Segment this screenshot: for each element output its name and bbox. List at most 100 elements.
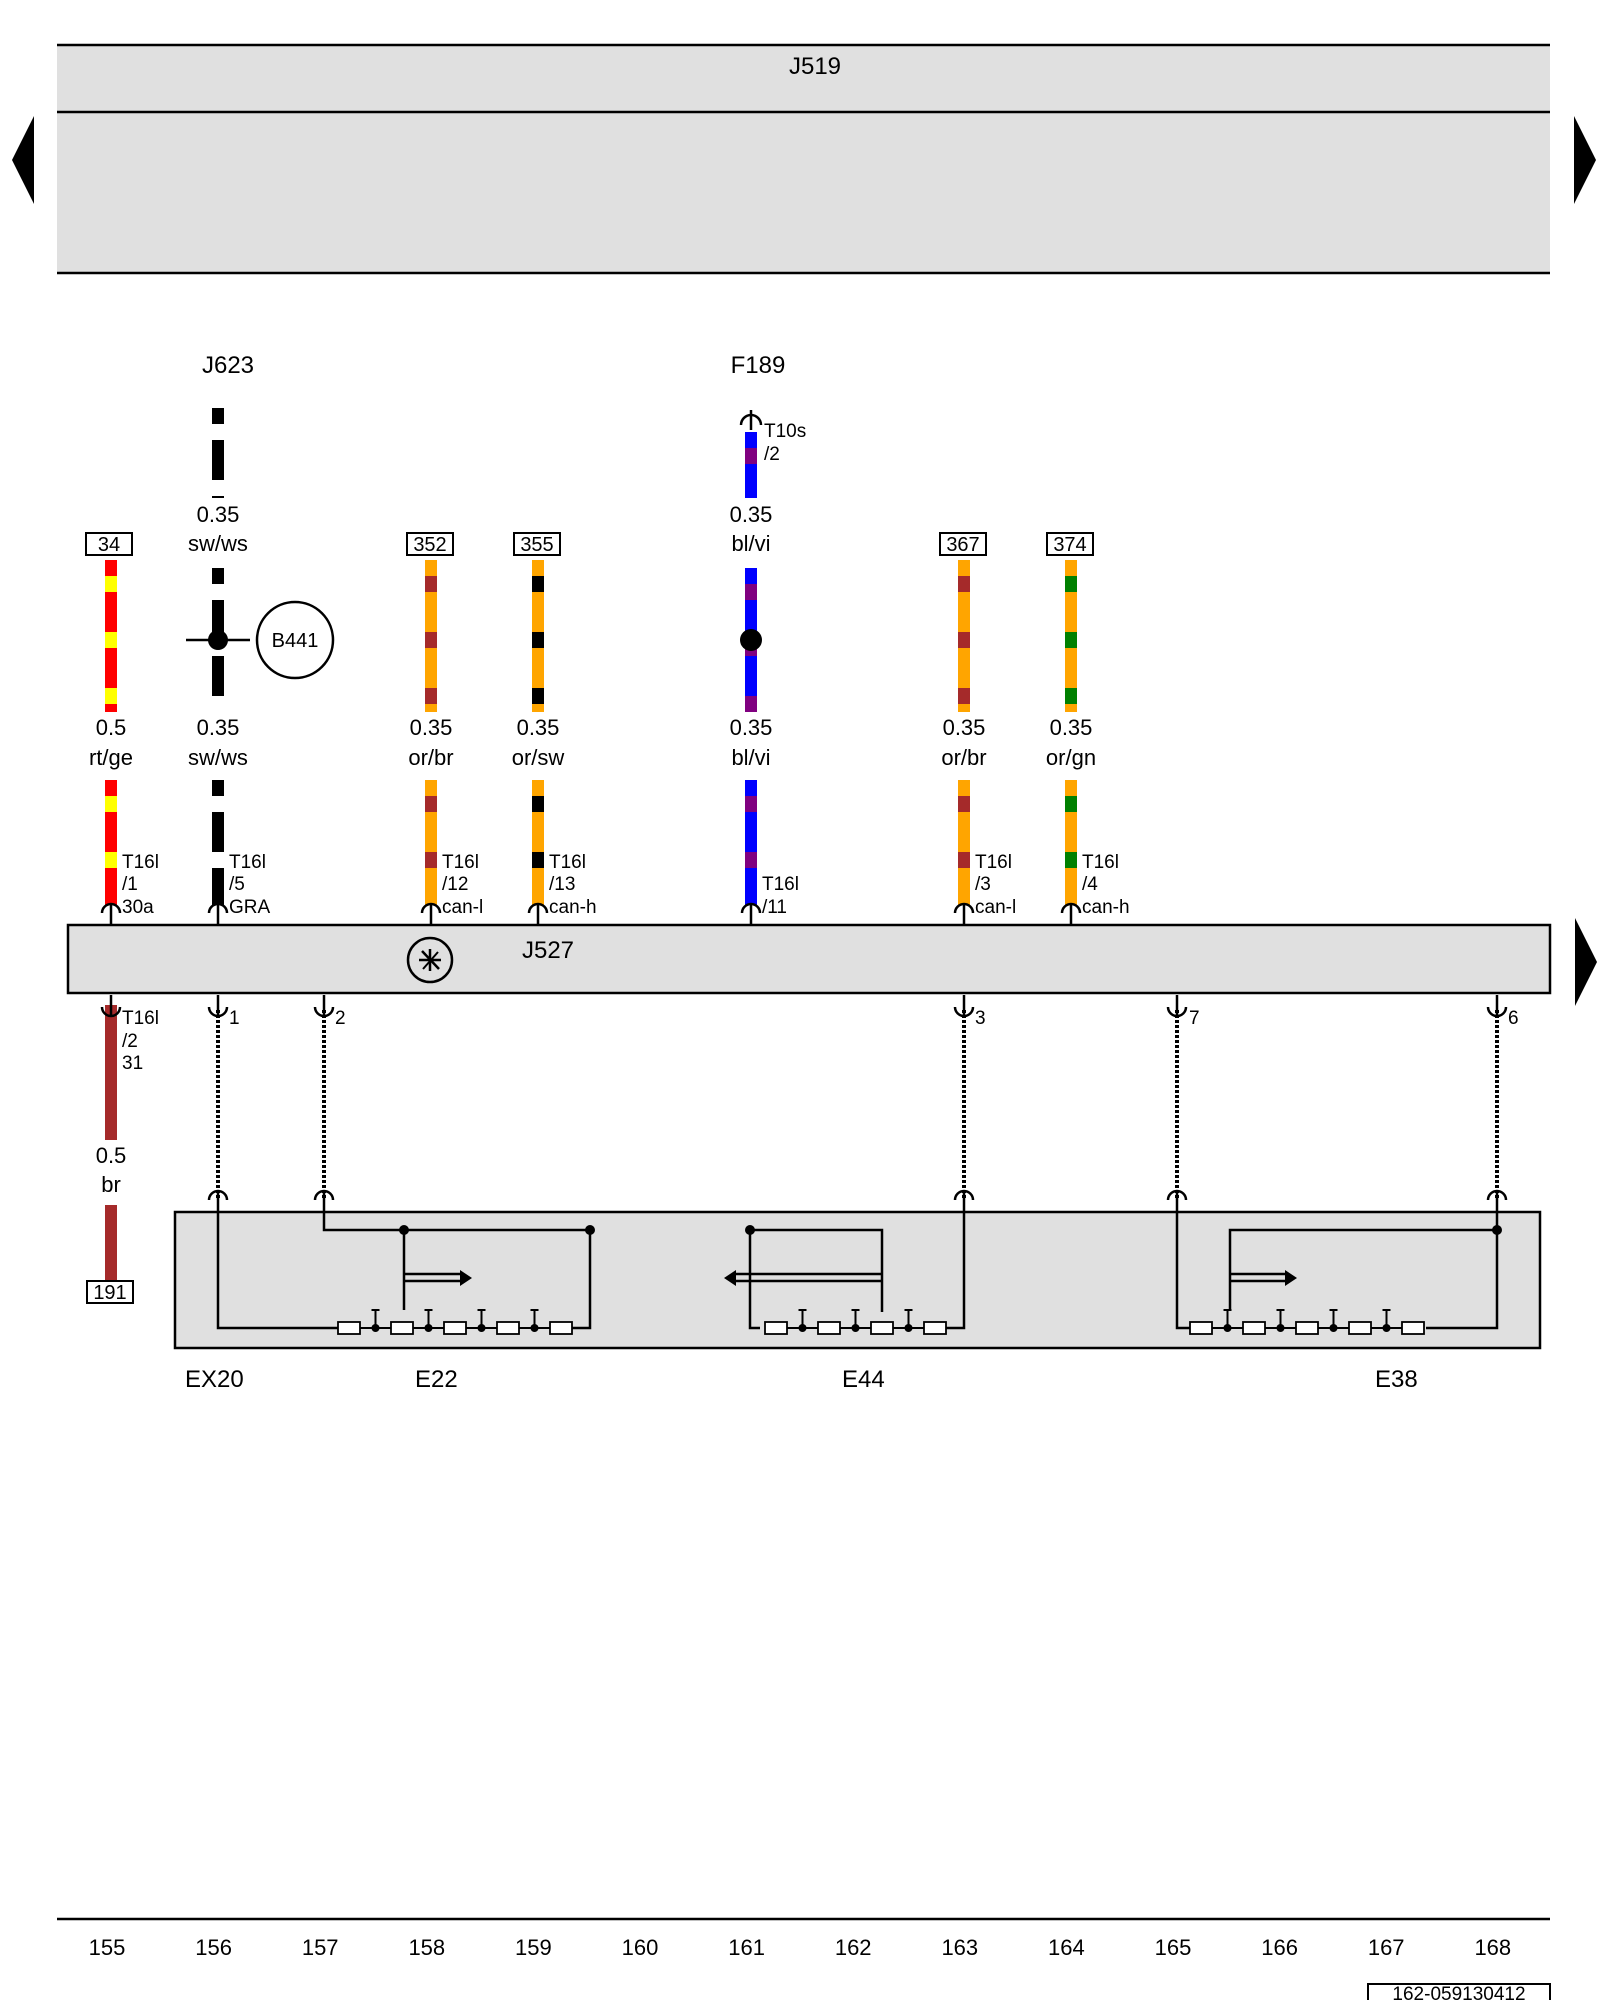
switch-e44-label: E44 xyxy=(842,1366,885,1393)
wire-156-upper-size: 0.35 xyxy=(197,502,240,527)
svg-text:34: 34 xyxy=(98,534,120,556)
wire-163-low-stripe xyxy=(958,796,970,812)
wire-163-size: 0.35 xyxy=(943,715,986,740)
wire-155-mid-stripe xyxy=(105,632,117,648)
wire-155-mid-stripe xyxy=(105,688,117,704)
ref-box-367[interactable]: 367 xyxy=(939,532,987,556)
module-j519-body xyxy=(57,45,1550,273)
ref-box-374[interactable]: 374 xyxy=(1046,532,1094,556)
pin-label: T16l xyxy=(122,1008,159,1029)
pin-label: can-h xyxy=(1082,897,1130,918)
column-number: 156 xyxy=(195,1935,232,1960)
wire-156-low-stripe xyxy=(212,852,224,868)
wire-156-mid-stripe xyxy=(212,696,224,712)
connector-icon xyxy=(953,902,975,914)
wire-156-mid-stripe xyxy=(212,584,224,600)
connector-icon xyxy=(207,1189,229,1201)
wire-156-top-stripe xyxy=(212,424,224,440)
wire-159-size: 0.35 xyxy=(517,715,560,740)
switch-e38-label: E38 xyxy=(1375,1366,1418,1393)
column-number: 168 xyxy=(1474,1935,1511,1960)
pin-label: T16l xyxy=(762,874,799,895)
wire-159-mid-stripe xyxy=(532,688,544,704)
wire-161-lower-size: 0.35 xyxy=(730,715,773,740)
unit-f189-label: F189 xyxy=(731,352,786,379)
resistor-icon xyxy=(549,1321,573,1335)
connector-icon xyxy=(313,1006,335,1018)
wire-156-lower-color: sw/ws xyxy=(188,745,248,770)
wire-158-low-stripe xyxy=(425,852,437,868)
ref-box-352[interactable]: 352 xyxy=(406,532,454,556)
switch-e44[interactable] xyxy=(724,1212,966,1330)
wire-161-low-stripe xyxy=(745,852,757,868)
pin-label: /11 xyxy=(762,897,787,918)
previous-page-arrow-icon[interactable] xyxy=(12,116,34,204)
connector-icon xyxy=(420,902,442,914)
sensor-b441-circle[interactable] xyxy=(255,600,335,680)
column-number: 155 xyxy=(89,1935,126,1960)
airbag-symbol-icon xyxy=(406,936,454,984)
switch-e22[interactable] xyxy=(216,1212,595,1330)
pin-label: T10s xyxy=(764,421,806,442)
pin-label: T16l xyxy=(975,852,1012,873)
column-number: 166 xyxy=(1261,1935,1298,1960)
connector-icon xyxy=(1060,902,1082,914)
resistor-icon xyxy=(870,1321,894,1335)
switch-e38[interactable] xyxy=(1175,1212,1502,1330)
wire-159-mid-stripe xyxy=(532,632,544,648)
wire-156-upper-color: sw/ws xyxy=(188,531,248,556)
pin-label: T16l xyxy=(1082,852,1119,873)
wire-164-mid-stripe xyxy=(1065,688,1077,704)
wire-155-bottom-color: br xyxy=(101,1172,121,1197)
pin-label: can-l xyxy=(442,897,483,918)
svg-text:367: 367 xyxy=(946,534,979,556)
wire-163-color: or/br xyxy=(941,745,986,770)
next-page-arrow-icon[interactable] xyxy=(1574,116,1596,204)
wire-155-bottom-lower xyxy=(105,1205,117,1280)
pin-label: 31 xyxy=(122,1053,143,1074)
pin-label: /3 xyxy=(975,874,991,895)
svg-text:352: 352 xyxy=(413,534,446,556)
wire-158-color: or/br xyxy=(408,745,453,770)
ref-box-34[interactable]: 34 xyxy=(85,532,133,556)
resistor-icon xyxy=(1189,1321,1213,1335)
module-j527-body[interactable] xyxy=(66,923,1552,995)
continue-arrow-icon[interactable] xyxy=(1575,918,1597,1006)
wire-164-size: 0.35 xyxy=(1050,715,1093,740)
connector-icon xyxy=(1486,1189,1508,1201)
connector-icon xyxy=(313,1189,335,1201)
ref-box-191[interactable]: 191 xyxy=(86,1280,134,1304)
wire-161-upper-size: 0.35 xyxy=(730,502,773,527)
doc-id-box xyxy=(1367,1983,1551,2000)
wire-164-low-stripe xyxy=(1065,796,1077,812)
wire-163-mid-stripe xyxy=(958,632,970,648)
wire-155-low-stripe xyxy=(105,796,117,812)
pin-label: /2 xyxy=(122,1031,138,1052)
connector-group xyxy=(100,902,1508,1212)
pin-label: /12 xyxy=(442,874,468,895)
wire-155-mid-stripe xyxy=(105,576,117,592)
connector-icon xyxy=(207,1006,229,1018)
connector-icon xyxy=(953,1189,975,1201)
resistor-icon xyxy=(923,1321,947,1335)
switch-e22-label: E22 xyxy=(415,1366,458,1393)
resistor-icon xyxy=(390,1321,414,1335)
pin-label: can-h xyxy=(549,897,597,918)
wire-161-mid-stripe xyxy=(745,696,757,712)
connector-icon xyxy=(527,902,549,914)
wire-161-mid-stripe xyxy=(745,584,757,600)
ref-box-355[interactable]: 355 xyxy=(513,532,561,556)
wire-164-mid-stripe xyxy=(1065,632,1077,648)
wire-161-upper-color: bl/vi xyxy=(731,531,770,556)
pin-label: 1 xyxy=(229,1008,240,1029)
pin-label: T16l xyxy=(549,852,586,873)
column-number: 159 xyxy=(515,1935,552,1960)
connector-icon xyxy=(1166,1006,1188,1018)
connector-icon xyxy=(953,1006,975,1018)
column-number: 167 xyxy=(1368,1935,1405,1960)
connector-icon xyxy=(1486,1006,1508,1018)
wire-155-bottom xyxy=(105,1005,117,1140)
connector-icon xyxy=(740,902,762,914)
connector-icon xyxy=(100,902,122,914)
wire-158-mid-stripe xyxy=(425,632,437,648)
